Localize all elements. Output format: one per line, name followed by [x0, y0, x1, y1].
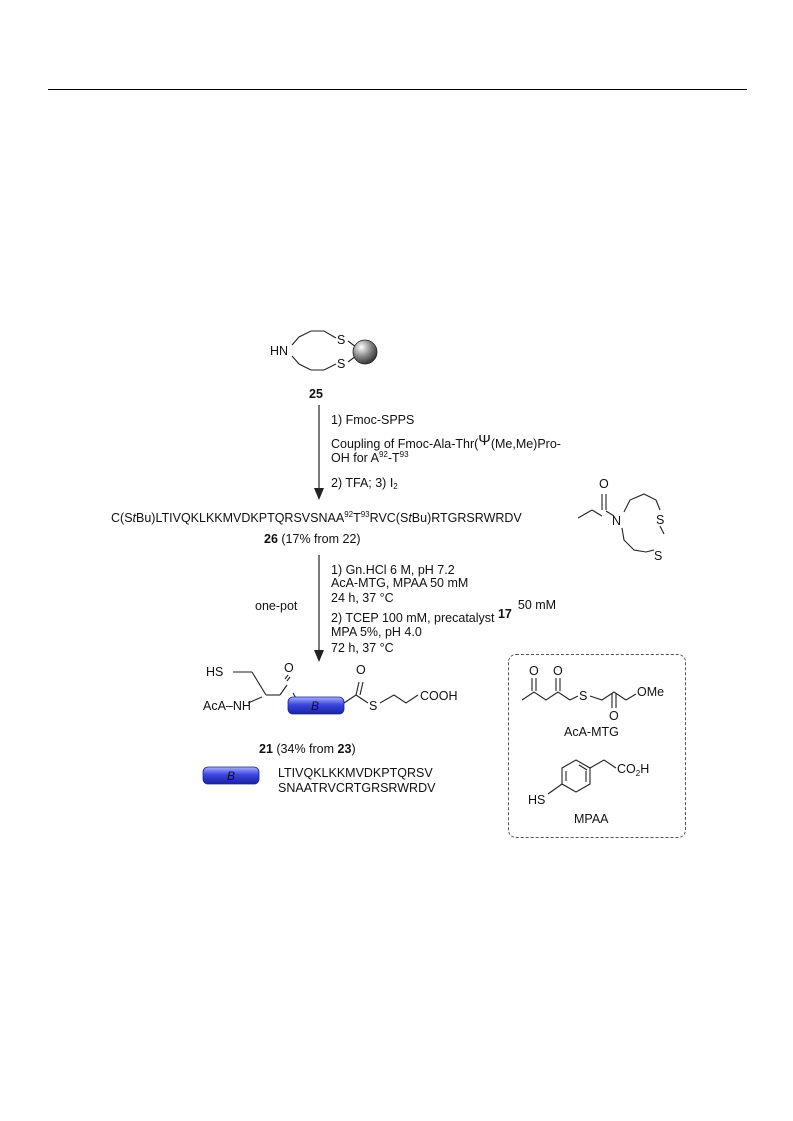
s-label: S [337, 357, 345, 371]
step2-line3: 24 h, 37 °C [331, 591, 394, 605]
svg-text:S: S [654, 549, 662, 563]
s-label: S [337, 333, 345, 347]
resin-structure-25: HN S S [270, 330, 378, 371]
step2-line4: 2) TCEP 100 mM, precatalyst 1750 mM [331, 598, 557, 625]
block-b-sequence-line2: SNAATRVCRTGRSRWRDV [278, 781, 436, 795]
svg-text:B: B [311, 699, 319, 713]
product-21-structure: HS O O AcA–NH B S COOH [203, 661, 458, 715]
psi-symbol: Ψ [478, 432, 491, 449]
mpaa-structure: HS CO2H [528, 759, 649, 807]
svg-text:HS: HS [528, 793, 545, 807]
compound-label-25: 25 [309, 387, 323, 401]
svg-text:S: S [369, 699, 377, 713]
svg-text:COOH: COOH [420, 689, 458, 703]
svg-text:B: B [227, 769, 235, 783]
svg-text:S: S [656, 513, 664, 527]
compound-26-label: 26 (17% from 22) [264, 532, 361, 546]
block-b-sequence-line1: LTIVQKLKKMVDKPTQRSV [278, 766, 433, 780]
aca-mtg-structure: O O S O OMe [521, 664, 664, 723]
compound-21-label: 21 (34% from 23) [259, 742, 356, 756]
svg-text:O: O [599, 477, 609, 491]
step2-line1: 1) Gn.HCl 6 M, pH 7.2 [331, 563, 455, 577]
reaction-arrow [314, 405, 324, 500]
reaction-arrow [314, 555, 324, 662]
hn-label: HN [270, 344, 288, 358]
svg-text:O: O [284, 661, 294, 675]
step1-line2: Coupling of Fmoc-Ala-Thr(Ψ(Me,Me)Pro- [331, 432, 561, 451]
svg-text:CO2H: CO2H [617, 762, 649, 778]
step1-line1: 1) Fmoc-SPPS [331, 413, 415, 427]
svg-text:O: O [609, 709, 619, 723]
step1-line4: 2) TFA; 3) I2 [331, 476, 398, 491]
svg-text:OMe: OMe [637, 685, 664, 699]
header-rule [48, 89, 747, 90]
svg-text:O: O [553, 664, 563, 678]
svg-text:HS: HS [206, 665, 223, 679]
svg-text:S: S [579, 689, 587, 703]
thiazepane-amide: O N S S [578, 477, 665, 563]
mpaa-label: MPAA [574, 812, 609, 826]
step2-line5: MPA 5%, pH 4.0 [331, 625, 422, 639]
step2-line2: AcA-MTG, MPAA 50 mM [331, 576, 469, 590]
one-pot-label: one-pot [255, 599, 298, 613]
peptide-26-sequence: C(StBu)LTIVQKLKKMVDKPTQRSVSNAA92T93RVC(S… [111, 510, 522, 526]
reagent-box [508, 654, 686, 838]
svg-text:O: O [529, 664, 539, 678]
svg-text:O: O [356, 663, 366, 677]
svg-text:AcA–NH: AcA–NH [203, 699, 251, 713]
aca-mtg-label: AcA-MTG [564, 725, 619, 739]
step2-line6: 72 h, 37 °C [331, 641, 394, 655]
svg-text:N: N [612, 514, 621, 528]
step1-line3: OH for A92-T93 [331, 450, 409, 466]
peptide-block-b-legend: B [202, 766, 260, 785]
